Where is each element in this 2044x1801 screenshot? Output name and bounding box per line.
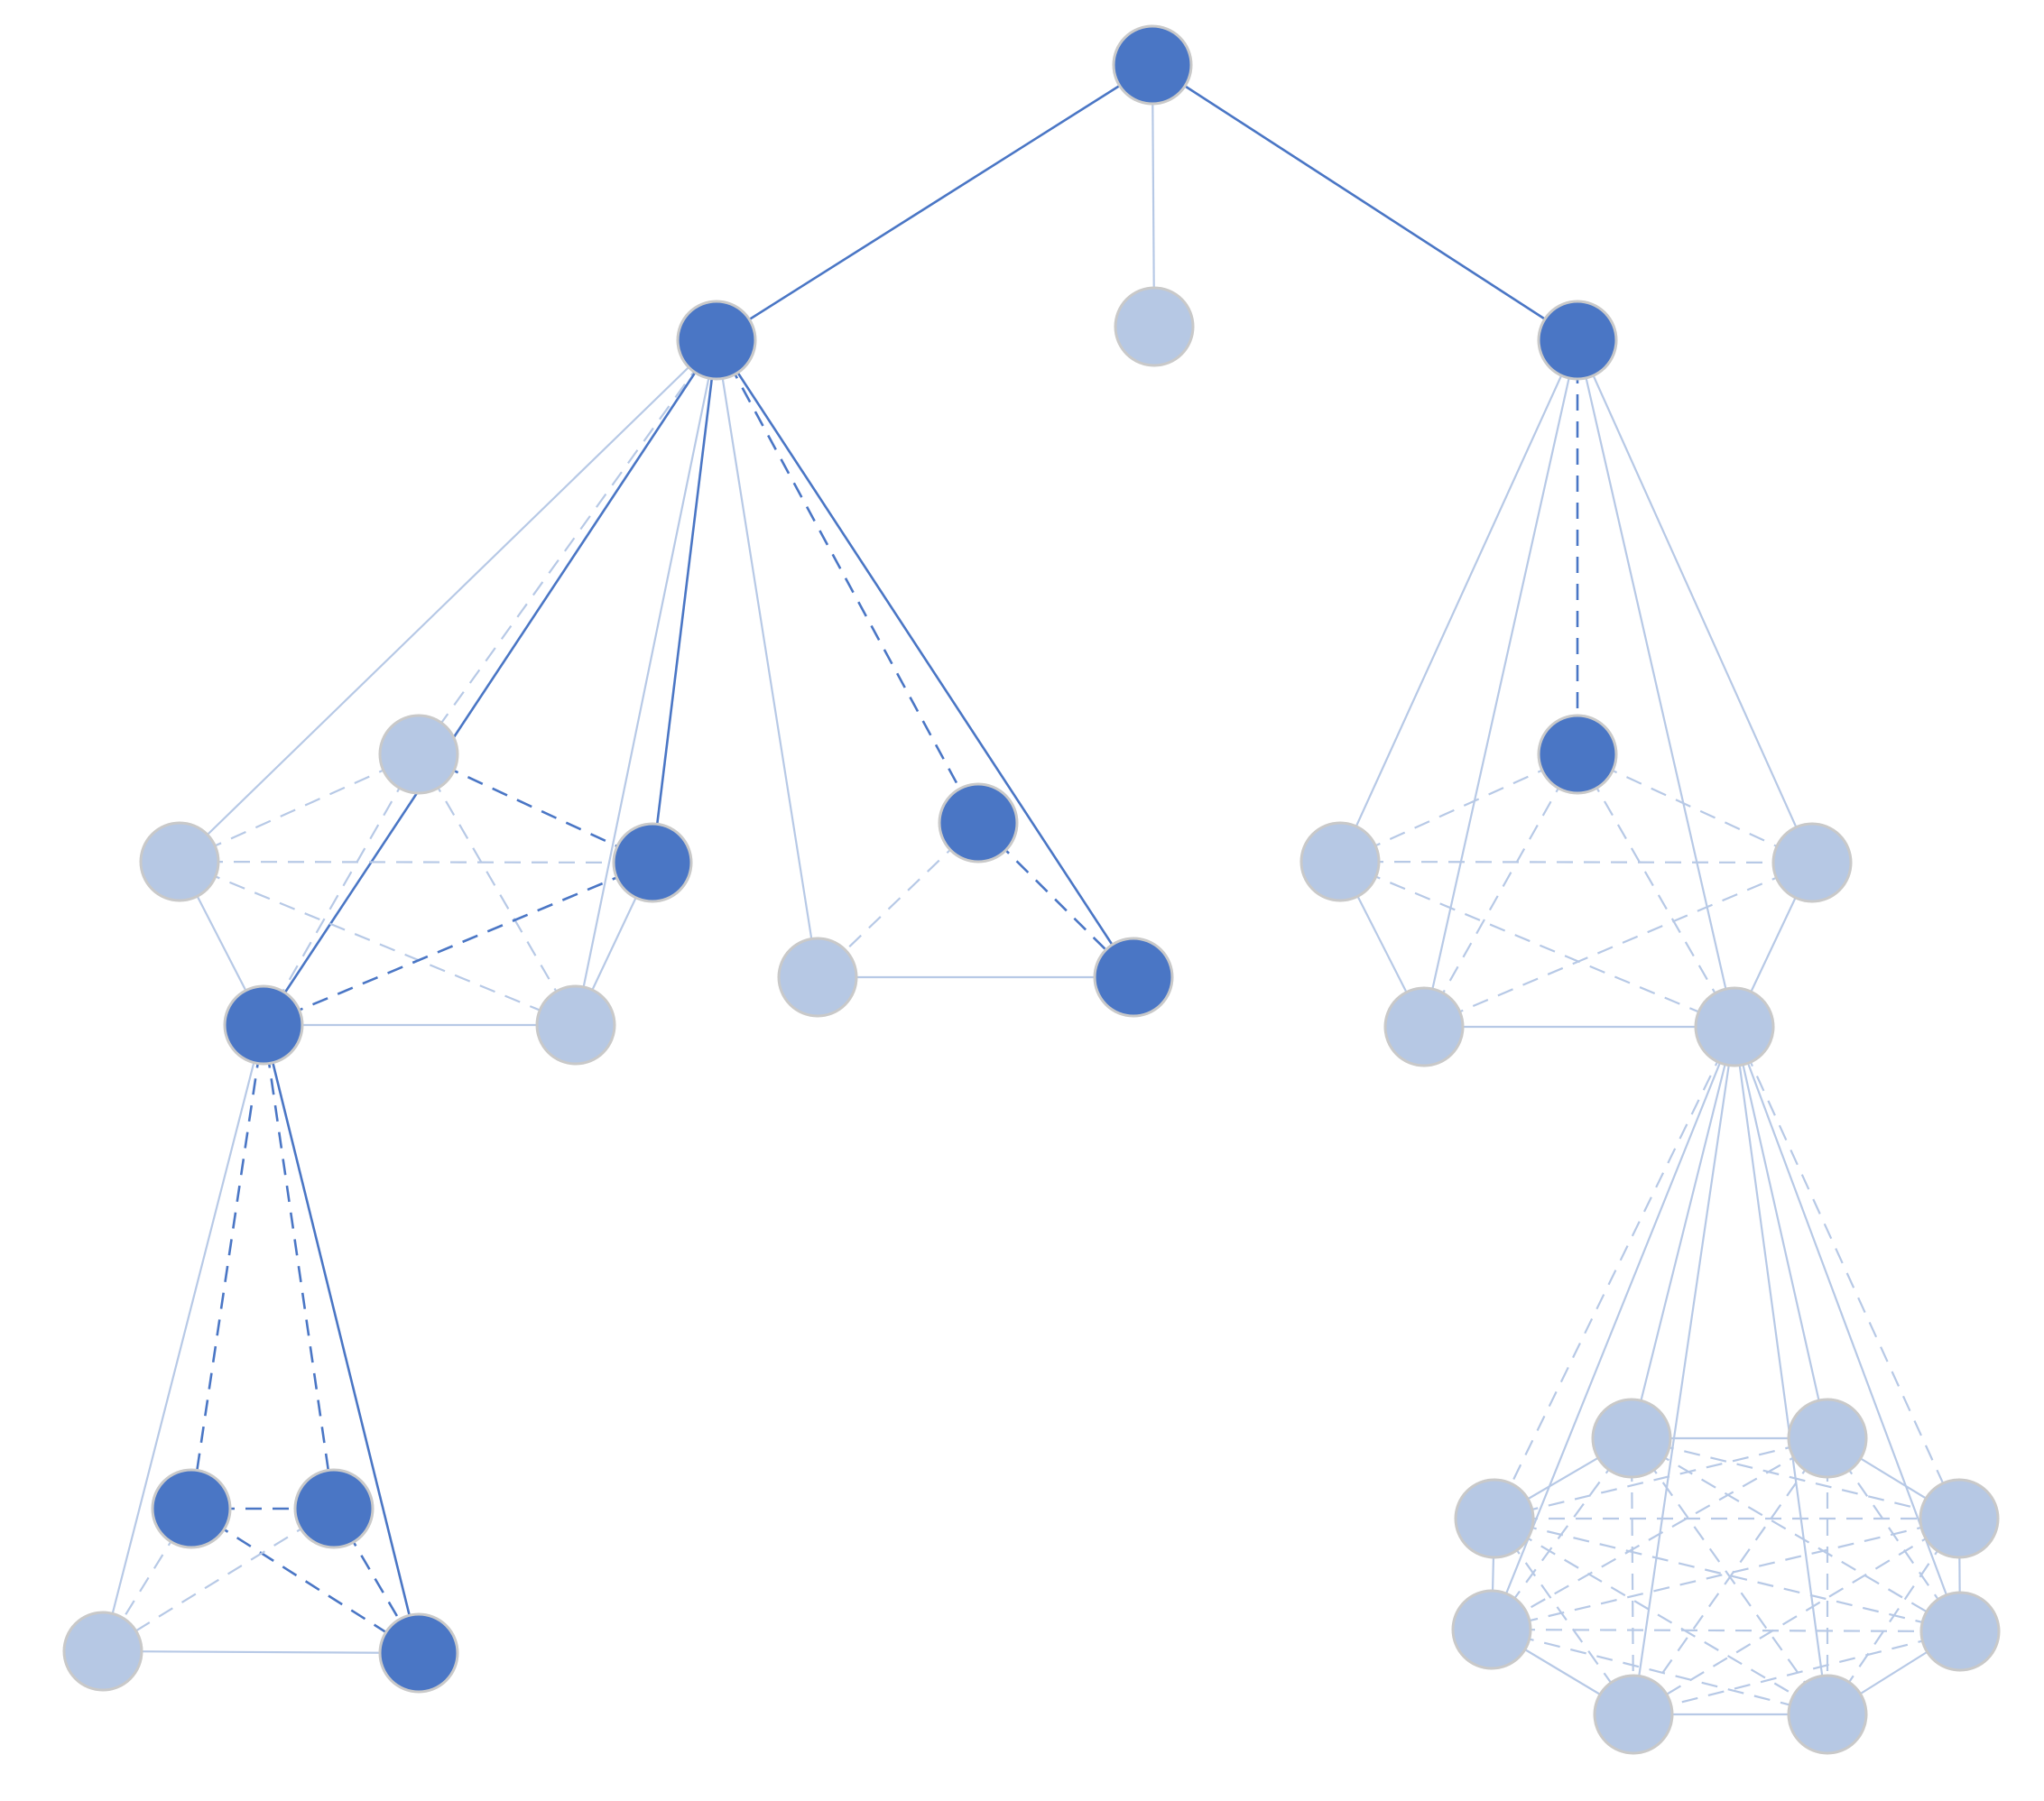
node-b-top: [938, 782, 1019, 864]
edge-a-top-to-a-br: [418, 753, 577, 1026]
node-a-left: [139, 821, 220, 902]
edge-l1-left-to-a-left: [179, 339, 717, 863]
edge-l1-left-to-a-top: [418, 339, 717, 755]
edge-a-bl-to-d-br: [262, 1024, 421, 1654]
node-d-tl: [151, 1468, 232, 1549]
edge-c-br-to-e-7: [1632, 1026, 1736, 1715]
edge-a-top-to-a-left: [179, 753, 420, 864]
node-a-right: [612, 822, 693, 903]
edge-e-1-to-e-6: [1631, 1437, 1961, 1632]
edge-a-top-to-a-right: [418, 753, 653, 864]
edge-e-5-to-e-6: [1491, 1628, 1961, 1633]
node-d-bl: [62, 1611, 143, 1692]
edge-c-left-to-c-right: [1339, 860, 1813, 864]
edge-l1-right-to-c-right: [1576, 339, 1814, 864]
node-c-left: [1299, 821, 1381, 902]
edge-a-left-to-a-right: [179, 860, 653, 864]
edge-e-1-to-e-7: [1630, 1437, 1635, 1715]
node-e-7: [1593, 1674, 1674, 1755]
node-root: [1112, 24, 1193, 106]
edge-l1-right-to-c-left: [1338, 339, 1579, 863]
edge-l1-right-to-c-br: [1576, 339, 1736, 1028]
edge-l1-left-to-a-br: [574, 339, 718, 1026]
edge-c-br-to-e-8: [1733, 1026, 1829, 1715]
node-d-br: [378, 1612, 459, 1694]
edge-a-bl-to-d-tr: [262, 1024, 336, 1510]
edge-e-2-to-e-3: [1494, 1436, 1828, 1520]
node-l1-left: [676, 300, 757, 381]
edge-l1-right-to-c-bl: [1422, 339, 1579, 1028]
edge-c-br-to-e-4: [1733, 1026, 1961, 1519]
node-e-6: [1919, 1591, 2001, 1672]
node-b-left: [777, 937, 858, 1018]
node-e-8: [1787, 1674, 1868, 1755]
edge-d-tr-to-d-bl: [102, 1508, 335, 1652]
edge-root-to-l1-mid: [1151, 64, 1156, 328]
edge-e-3-to-e-6: [1494, 1517, 1961, 1633]
edge-a-bl-to-d-tl: [190, 1024, 265, 1510]
node-c-bl: [1383, 986, 1465, 1067]
edge-l1-left-to-b-right: [715, 339, 1135, 978]
edge-l1-left-to-a-bl: [262, 339, 718, 1026]
node-c-top: [1537, 714, 1618, 795]
edge-c-br-to-e-2: [1733, 1026, 1829, 1439]
node-e-5: [1451, 1589, 1532, 1670]
node-b-right: [1093, 937, 1174, 1018]
edge-c-left-to-c-br: [1339, 860, 1735, 1029]
edge-a-left-to-a-br: [179, 860, 577, 1027]
node-a-bl: [223, 984, 304, 1066]
edge-a-top-to-a-bl: [263, 753, 420, 1026]
edge-e-6-to-e-7: [1632, 1630, 1961, 1716]
edge-d-tl-to-d-br: [190, 1507, 420, 1655]
edge-e-2-to-e-7: [1632, 1437, 1828, 1715]
edge-e-1-to-e-4: [1631, 1436, 1960, 1520]
edge-c-br-to-e-1: [1630, 1026, 1736, 1439]
node-e-4: [1919, 1478, 2000, 1559]
node-e-3: [1454, 1478, 1535, 1559]
edge-root-to-l1-right: [1151, 63, 1578, 342]
node-e-1: [1591, 1398, 1672, 1479]
node-l1-right: [1537, 300, 1618, 381]
edge-l1-left-to-b-left: [715, 339, 819, 978]
edge-e-5-to-e-8: [1491, 1628, 1828, 1716]
edge-c-top-to-c-left: [1339, 753, 1578, 864]
node-c-right: [1771, 822, 1853, 903]
edge-root-to-l1-left: [716, 63, 1153, 342]
edge-l1-left-to-a-right: [651, 339, 718, 864]
edge-e-3-to-e-8: [1494, 1518, 1828, 1715]
edge-c-br-to-e-3: [1494, 1026, 1735, 1519]
node-e-2: [1787, 1398, 1868, 1479]
node-a-br: [535, 984, 616, 1066]
edge-d-bl-to-d-br: [102, 1649, 420, 1655]
edge-c-top-to-c-br: [1577, 753, 1735, 1028]
edge-e-4-to-e-7: [1632, 1518, 1960, 1715]
edge-e-2-to-e-5: [1491, 1437, 1828, 1630]
edges-layer: [101, 63, 1962, 1716]
node-c-br: [1694, 986, 1775, 1067]
node-l1-mid: [1114, 286, 1195, 367]
nodes-layer: [62, 24, 2001, 1755]
node-d-tr: [293, 1468, 375, 1549]
edge-c-top-to-c-bl: [1423, 753, 1578, 1028]
edge-c-top-to-c-right: [1577, 753, 1813, 864]
node-a-top: [378, 714, 459, 795]
edge-a-bl-to-d-bl: [101, 1024, 265, 1652]
edge-a-right-to-a-bl: [263, 861, 653, 1027]
edge-c-right-to-c-bl: [1423, 861, 1813, 1029]
edge-l1-left-to-b-top: [715, 339, 980, 824]
